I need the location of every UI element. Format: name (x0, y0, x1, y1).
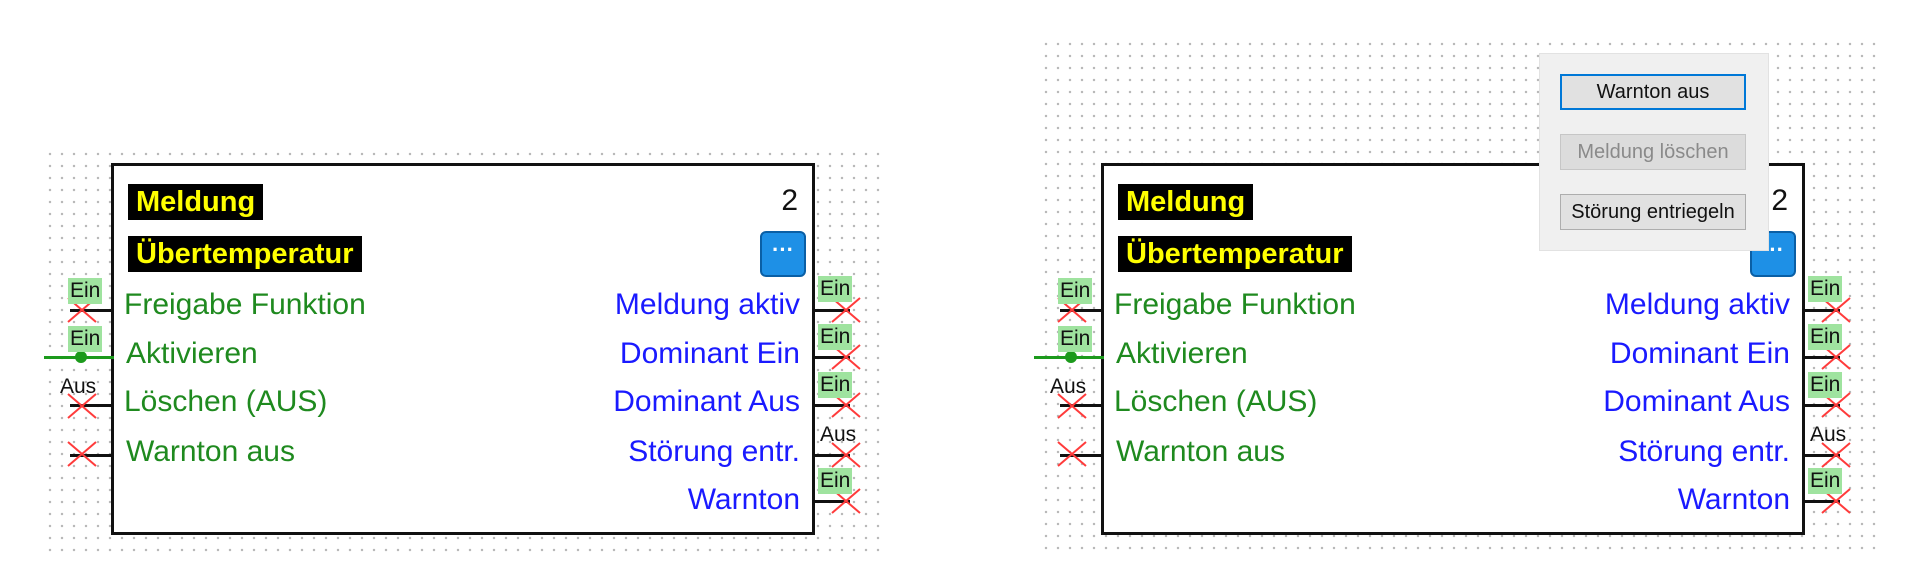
output-state-badge: Ein (818, 324, 853, 350)
output-state-badge: Ein (818, 468, 853, 494)
input-label-warnton-aus: Warnton aus (1116, 435, 1285, 468)
output-label-dominant-aus: Dominant Aus (1603, 385, 1790, 418)
input-connection-dot[interactable] (1065, 351, 1077, 363)
output-state-badge: Ein (1808, 324, 1843, 350)
output-wire (1802, 356, 1840, 359)
output-label-dominant-aus: Dominant Aus (613, 385, 800, 418)
output-label-dominant-ein: Dominant Ein (619, 337, 800, 370)
input-label-aktivieren: Aktivieren (126, 337, 258, 370)
output-label-stoerung: Störung entr. (1618, 435, 1790, 468)
input-label-freigabe: Freigabe Funktion (1114, 288, 1356, 321)
input-pin-x-icon[interactable] (1054, 440, 1090, 468)
output-label-warnton: Warnton (1677, 483, 1790, 516)
output-state-badge: Ein (1808, 468, 1843, 494)
input-label-loeschen: Löschen (AUS) (124, 385, 328, 418)
block-menu-button[interactable]: ··· (760, 231, 806, 277)
block-subtitle: Übertemperatur (1118, 236, 1352, 272)
left-panel: Meldung Übertemperatur 2 ··· Freigabe Fu… (0, 0, 900, 587)
output-wire (1802, 404, 1840, 407)
input-state-label: Aus (1050, 375, 1087, 398)
input-label-loeschen: Löschen (AUS) (1114, 385, 1318, 418)
input-connection-dot[interactable] (75, 351, 87, 363)
block-number: 2 (1771, 184, 1788, 217)
input-state-badge: Ein (1058, 278, 1093, 304)
output-state-label: Aus (820, 423, 857, 446)
input-state-badge: Ein (1058, 326, 1093, 352)
output-wire (1802, 454, 1840, 457)
input-wire-loeschen (1060, 404, 1104, 407)
input-pin-x-icon[interactable] (1054, 392, 1090, 420)
output-pin-x-icon[interactable] (1818, 441, 1854, 469)
stoerung-entriegeln-button[interactable]: Störung entriegeln (1560, 194, 1746, 230)
output-state-badge: Ein (818, 372, 853, 398)
input-pin-x-icon[interactable] (64, 392, 100, 420)
output-pin-x-icon[interactable] (828, 441, 864, 469)
input-state-label: Aus (60, 375, 97, 398)
output-label-dominant-ein: Dominant Ein (1609, 337, 1790, 370)
output-state-label: Aus (1810, 423, 1847, 446)
block-title: Meldung (128, 184, 264, 220)
output-state-badge: Ein (1808, 276, 1843, 302)
block-title: Meldung (1118, 184, 1254, 220)
input-state-badge: Ein (68, 278, 103, 304)
input-state-badge: Ein (68, 326, 103, 352)
output-wire (1802, 500, 1840, 503)
input-pin-x-icon[interactable] (64, 440, 100, 468)
output-wire (812, 454, 850, 457)
input-wire-loeschen (70, 404, 114, 407)
input-label-aktivieren: Aktivieren (1116, 337, 1248, 370)
warnton-aus-button[interactable]: Warnton aus (1560, 74, 1746, 110)
input-wire-freigabe (70, 309, 114, 312)
output-label-meldung-aktiv: Meldung aktiv (614, 288, 800, 321)
output-wire (812, 356, 850, 359)
output-label-warnton: Warnton (687, 483, 800, 516)
output-wire (812, 309, 850, 312)
output-wire (812, 404, 850, 407)
output-wire (1802, 309, 1840, 312)
right-panel: Meldung Übertemperatur 2 ··· Freigabe Fu… (990, 0, 1890, 587)
function-block[interactable]: Meldung Übertemperatur 2 ··· Freigabe Fu… (111, 163, 815, 535)
block-subtitle: Übertemperatur (128, 236, 362, 272)
output-wire (812, 500, 850, 503)
output-state-badge: Ein (818, 276, 853, 302)
function-block[interactable]: Meldung Übertemperatur 2 ··· Freigabe Fu… (1101, 163, 1805, 535)
input-wire-warnton-aus (1060, 454, 1104, 457)
block-number: 2 (781, 184, 798, 217)
input-label-warnton-aus: Warnton aus (126, 435, 295, 468)
output-label-meldung-aktiv: Meldung aktiv (1604, 288, 1790, 321)
output-state-badge: Ein (1808, 372, 1843, 398)
input-label-freigabe: Freigabe Funktion (124, 288, 366, 321)
block-action-popup: Warnton aus Meldung löschen Störung entr… (1540, 54, 1768, 250)
output-label-stoerung: Störung entr. (628, 435, 800, 468)
meldung-loeschen-button: Meldung löschen (1560, 134, 1746, 170)
input-wire-warnton-aus (70, 454, 114, 457)
input-wire-freigabe (1060, 309, 1104, 312)
